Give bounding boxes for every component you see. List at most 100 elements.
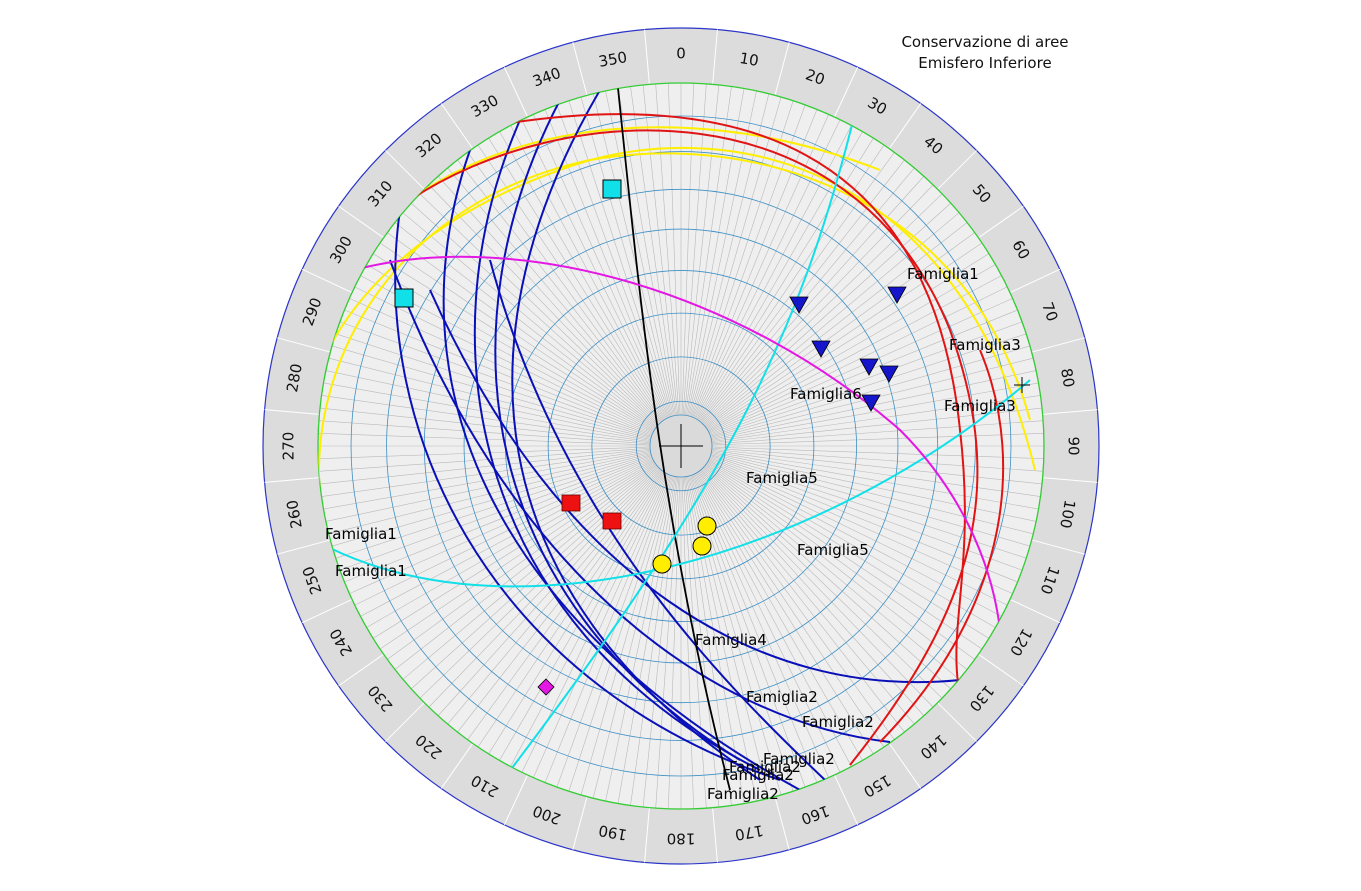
radial-gridline: [696, 131, 863, 420]
title-line1: Conservazione di aree: [901, 33, 1069, 51]
dip-circle: [547, 312, 815, 580]
radial-gridline: [556, 475, 671, 788]
radial-gridline: [711, 420, 1044, 445]
ring-divider: [264, 477, 320, 483]
radial-gridline: [319, 407, 651, 444]
radial-gridline: [655, 83, 680, 416]
radial-gridline: [709, 309, 1018, 435]
radial-gridline: [707, 461, 996, 628]
familia3-great-circle: [409, 129, 979, 766]
dip-circle: [635, 400, 727, 492]
ring-divider: [978, 653, 1024, 687]
radial-gridline: [710, 454, 1031, 547]
ring-divider: [1031, 337, 1085, 353]
ring-divider: [978, 205, 1024, 239]
ring-divider: [277, 539, 331, 555]
radial-gridline: [703, 467, 943, 699]
radial-gridline: [321, 395, 651, 442]
radial-gridline: [695, 125, 852, 419]
radial-gridline: [642, 476, 679, 808]
familia1-pole-marker: [692, 536, 712, 556]
radial-gridline: [708, 460, 1002, 617]
radial-gridline: [488, 137, 665, 420]
familia6-pole-marker: [537, 678, 555, 696]
radial-gridline: [705, 464, 968, 670]
radial-gridline: [711, 448, 1043, 485]
radial-gridline: [339, 456, 652, 571]
radial-gridline: [402, 465, 658, 680]
ring-divider: [888, 103, 922, 149]
radial-gridline: [321, 450, 651, 497]
radial-gridline: [710, 456, 1023, 571]
radial-gridline: [708, 459, 1008, 606]
family-label: Famiglia2: [802, 713, 874, 731]
net-radial-grid: [318, 83, 1044, 809]
ring-divider: [1042, 477, 1098, 483]
radial-gridline: [447, 167, 662, 423]
familia2-great-circle: [489, 259, 826, 781]
radial-gridline: [704, 212, 960, 427]
family-label: Famiglia6: [790, 385, 862, 403]
radial-gridline: [319, 448, 651, 485]
radial-gridline: [617, 88, 676, 416]
radial-gridline: [711, 446, 1044, 459]
familia2-great-circle: [389, 259, 891, 743]
radial-gridline: [687, 90, 757, 416]
ring-divider: [833, 66, 859, 118]
radial-gridline: [344, 457, 653, 583]
radial-gridline: [428, 184, 660, 424]
radial-gridline: [379, 463, 656, 650]
ring-divider: [503, 774, 529, 826]
radial-gridline: [533, 474, 669, 778]
ring-divider: [644, 807, 650, 863]
pole-markers: [394, 179, 1030, 696]
radial-gridline: [568, 100, 672, 417]
radial-gridline: [710, 455, 1027, 559]
radial-gridline: [683, 84, 720, 416]
azimuth-tick-label: 260: [283, 498, 306, 529]
radial-gridline: [711, 450, 1041, 497]
radial-gridline: [707, 264, 996, 431]
title-line2: Emisfero Inferiore: [918, 54, 1052, 72]
radial-gridline: [710, 333, 1027, 437]
primitive-circle: [317, 82, 1045, 810]
azimuth-tick-label: 100: [1056, 498, 1079, 529]
ring-divider: [301, 268, 353, 294]
radial-gridline: [617, 476, 676, 804]
family-label: Famiglia3: [949, 336, 1021, 354]
radial-gridline: [685, 86, 732, 416]
radial-gridline: [360, 460, 654, 617]
radial-gridline: [419, 467, 659, 699]
ring-divider: [937, 150, 977, 190]
radial-gridline: [521, 119, 668, 419]
radial-gridline: [335, 455, 652, 559]
radial-gridline: [379, 242, 656, 429]
radial-gridline: [702, 468, 934, 708]
familia4-great-circle: [617, 87, 731, 791]
great-circles: [318, 87, 1036, 791]
familia2-great-circle: [442, 149, 801, 791]
radial-gridline: [331, 345, 652, 438]
radial-gridline: [696, 472, 863, 761]
radial-gridline: [437, 468, 661, 716]
familia1-pole-marker: [652, 554, 672, 574]
familia2-pole-marker: [887, 286, 907, 304]
radial-gridline: [699, 470, 905, 733]
radial-gridline: [394, 464, 657, 670]
family-label: Famiglia1: [907, 265, 979, 283]
ring-divider: [712, 29, 718, 85]
family-label: Famiglia2: [763, 750, 835, 768]
azimuth-tick-label: 180: [667, 830, 696, 848]
ring-divider: [440, 743, 474, 789]
ring-divider: [572, 42, 588, 96]
radial-gridline: [372, 462, 655, 639]
radial-gridline: [568, 475, 672, 792]
familia3-pole-marker: [561, 494, 581, 512]
ring-divider: [774, 42, 790, 96]
ring-divider: [572, 796, 588, 850]
radial-gridline: [694, 119, 841, 419]
radial-gridline: [707, 462, 990, 639]
radial-gridline: [328, 357, 651, 439]
ring-divider: [712, 807, 718, 863]
